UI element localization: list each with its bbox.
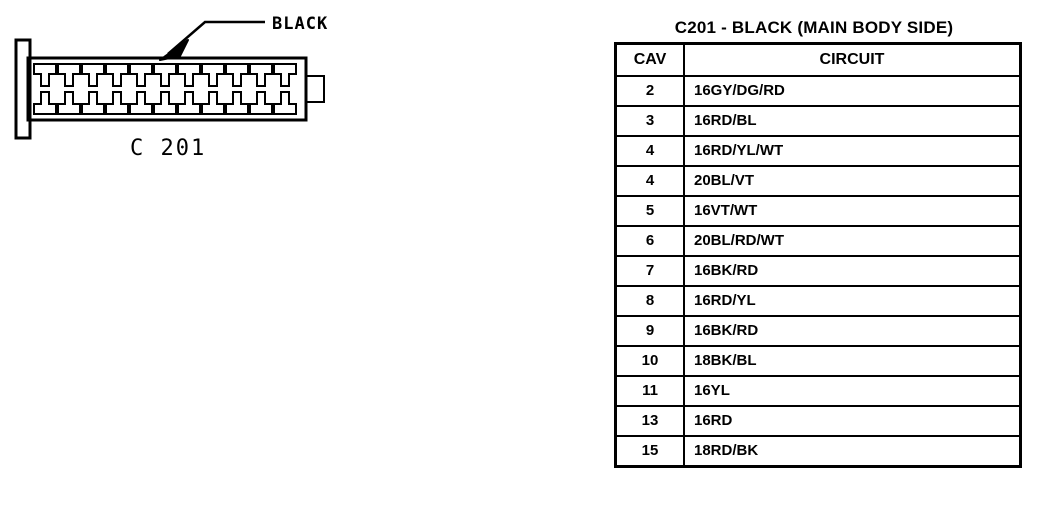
- cell-cav: 6: [614, 225, 685, 257]
- cell-circuit: 18BK/BL: [683, 345, 1022, 377]
- cell-cav: 10: [614, 345, 685, 377]
- cell-cav: 4: [614, 135, 685, 167]
- cell-cav: 13: [614, 405, 685, 437]
- cell-cav: 7: [614, 255, 685, 287]
- circuit-table-panel: C201 - BLACK (MAIN BODY SIDE) CAV CIRCUI…: [614, 18, 1022, 468]
- connector-latch-tab: [305, 75, 325, 103]
- cell-cav: 3: [614, 105, 685, 137]
- cell-circuit: 16BK/RD: [683, 315, 1022, 347]
- callout-arrowhead: [159, 39, 189, 61]
- cell-circuit: 20BL/VT: [683, 165, 1022, 197]
- connector-drawing: [14, 20, 325, 140]
- connector-left-flange: [14, 38, 32, 140]
- connector-diagram: BLACK C 201: [14, 14, 329, 161]
- cell-circuit: 16VT/WT: [683, 195, 1022, 227]
- cell-circuit: 16RD/YL: [683, 285, 1022, 317]
- cell-circuit: 16BK/RD: [683, 255, 1022, 287]
- connector-name-label: C 201: [130, 136, 207, 161]
- cell-circuit: 18RD/BK: [683, 435, 1022, 468]
- cell-circuit: 16YL: [683, 375, 1022, 407]
- cell-cav: 15: [614, 435, 685, 468]
- column-header-cav: CAV: [614, 42, 685, 77]
- cell-cav: 11: [614, 375, 685, 407]
- column-header-circuit: CIRCUIT: [683, 42, 1022, 77]
- cell-circuit: 16RD/BL: [683, 105, 1022, 137]
- cell-circuit: 16GY/DG/RD: [683, 75, 1022, 107]
- cell-circuit: 20BL/RD/WT: [683, 225, 1022, 257]
- callout-label-black: BLACK: [272, 14, 329, 34]
- cell-circuit: 16RD: [683, 405, 1022, 437]
- cell-cav: 8: [614, 285, 685, 317]
- callout-leader-line: [167, 20, 265, 55]
- cell-cav: 2: [614, 75, 685, 107]
- connector-body: [26, 56, 308, 122]
- table-header-row: CAV CIRCUIT: [614, 42, 1022, 77]
- cell-cav: 4: [614, 165, 685, 197]
- cell-cav: 5: [614, 195, 685, 227]
- cell-circuit: 16RD/YL/WT: [683, 135, 1022, 167]
- table-title: C201 - BLACK (MAIN BODY SIDE): [674, 18, 954, 37]
- cavity-row-top: [33, 63, 297, 87]
- cell-cav: 9: [614, 315, 685, 347]
- cavity-row-bottom: [33, 91, 297, 115]
